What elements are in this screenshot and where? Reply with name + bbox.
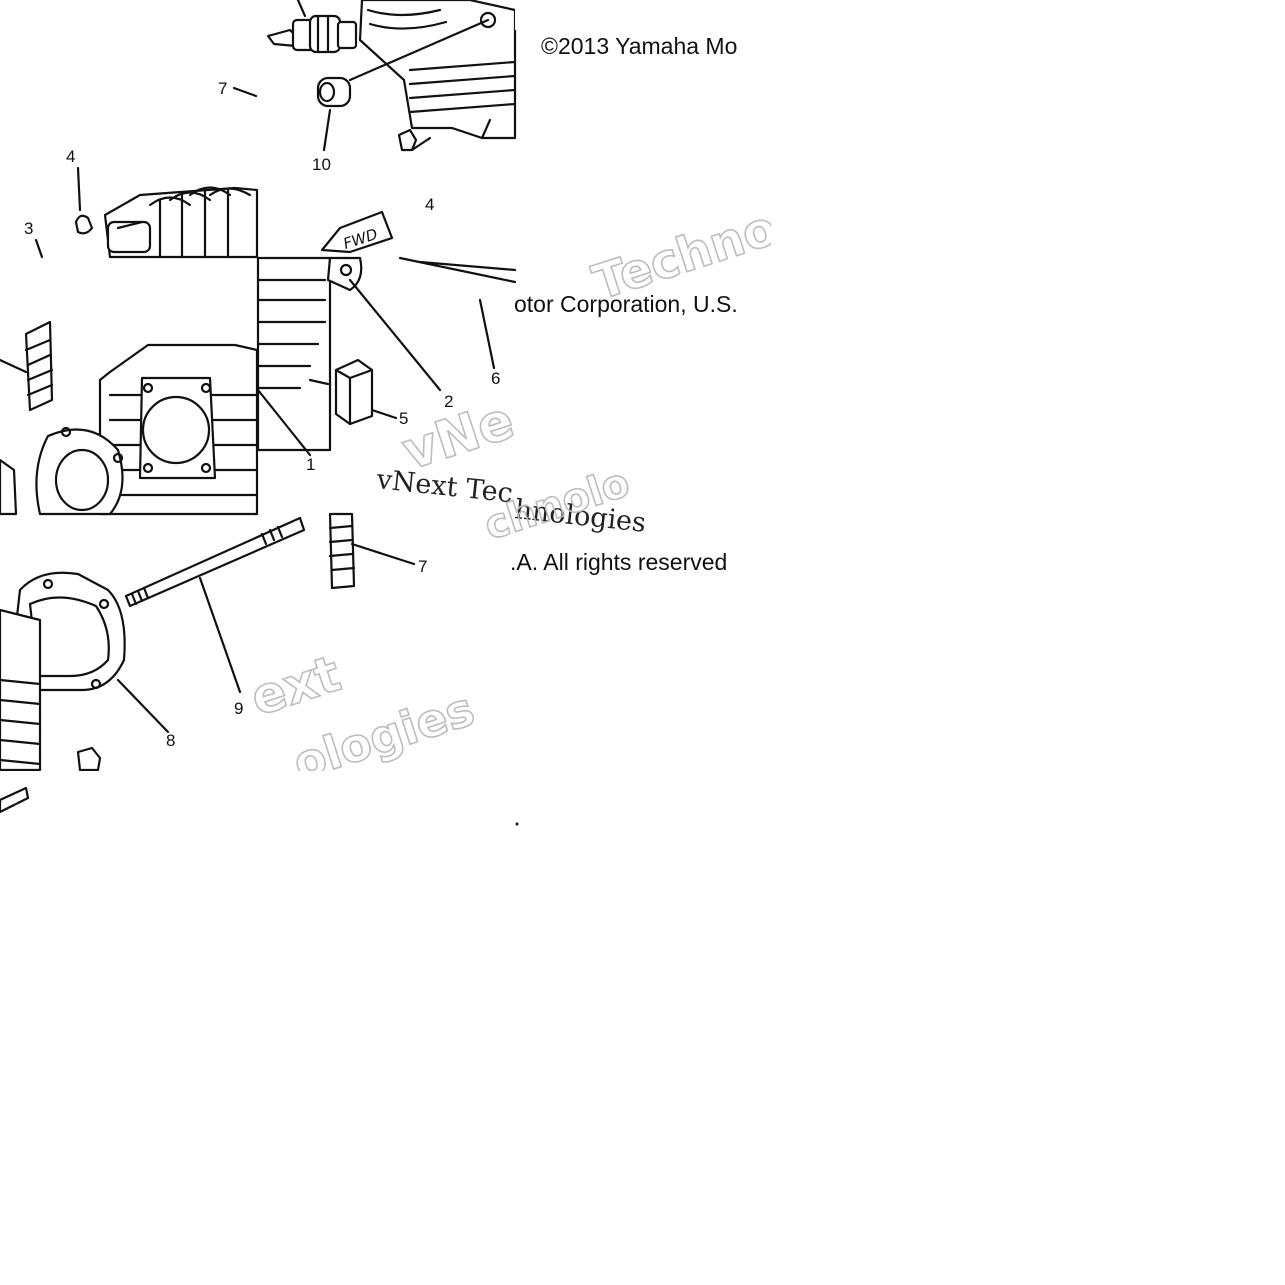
callout-3: 3 xyxy=(24,219,33,238)
forward-arrow: FWD xyxy=(320,210,394,254)
callout-7-mid: 7 xyxy=(418,557,427,576)
callout-9: 9 xyxy=(234,699,243,718)
watermark-outline-1: vNe xyxy=(395,390,521,482)
cylinder-lower xyxy=(0,608,42,772)
cylinder-left xyxy=(98,343,259,516)
callout-numbers: 7 10 4 4 3 2 6 5 1 7 9 8 xyxy=(24,79,500,750)
callout-10: 10 xyxy=(312,155,331,174)
callout-8: 8 xyxy=(166,731,175,750)
copyright-line-1: ©2013 Yamaha Mo xyxy=(541,33,737,59)
cylinder-head-right xyxy=(358,0,517,140)
rubber-damper xyxy=(334,358,374,426)
callout-4-left: 4 xyxy=(66,147,75,166)
callout-7-top: 7 xyxy=(218,79,227,98)
callout-5: 5 xyxy=(399,409,408,428)
watermark-outline-5: chnolo xyxy=(479,460,635,550)
copyright-line-3: .A. All rights reserved xyxy=(510,549,727,575)
long-stud-bolt xyxy=(124,516,306,608)
cylinder-head-left xyxy=(103,186,259,259)
plug-nut-lower xyxy=(76,746,102,772)
copyright-line-2: otor Corporation, U.S. xyxy=(514,291,738,317)
callout-6: 6 xyxy=(491,369,500,388)
head-gasket xyxy=(35,426,124,516)
callout-1: 1 xyxy=(306,455,315,474)
stud-bolt-mid xyxy=(328,512,356,590)
plug-nut-left xyxy=(74,214,94,235)
callout-4-right: 4 xyxy=(425,195,434,214)
watermark-outline-3: ext xyxy=(244,644,348,727)
callout-2: 2 xyxy=(444,392,453,411)
spark-plug xyxy=(266,0,358,54)
stud-bolt-left xyxy=(24,320,54,412)
plug-nut-right xyxy=(397,128,418,152)
